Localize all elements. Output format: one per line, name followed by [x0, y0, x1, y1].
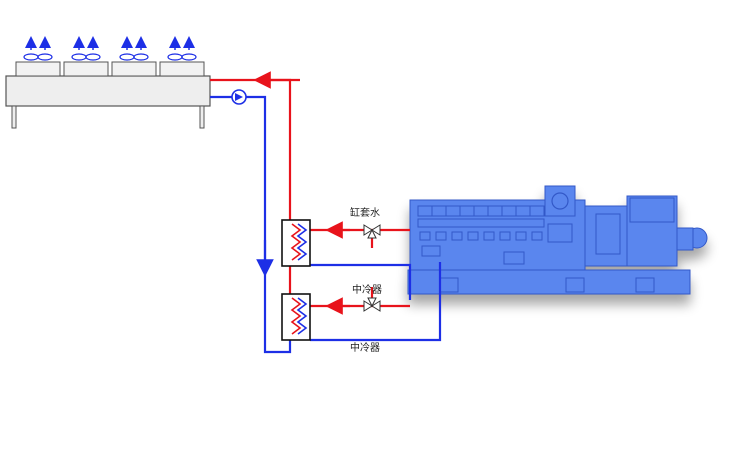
fan-icon — [119, 36, 149, 61]
three-way-valve-icon — [363, 224, 381, 239]
fan-housing — [15, 61, 61, 77]
fan-housing — [111, 61, 157, 77]
fan-icon — [167, 36, 197, 61]
radiator-unit — [5, 61, 211, 129]
jacket-water-label: 缸套水 — [350, 208, 380, 219]
generator-engine-icon — [407, 185, 708, 295]
pump-icon — [231, 89, 247, 105]
three-way-valve-icon — [363, 297, 381, 312]
fan-housing — [63, 61, 109, 77]
cold-water-line — [210, 95, 442, 354]
hot-water-line — [210, 71, 410, 315]
radiator-leg — [11, 105, 17, 129]
heat-exchanger-icon — [281, 219, 311, 267]
fan-housing — [159, 61, 205, 77]
radiator-leg — [199, 105, 205, 129]
intercooler-label: 中冷器 — [352, 285, 382, 296]
heat-exchanger-icon — [281, 293, 311, 341]
intercooler-label: 中冷器 — [350, 343, 380, 354]
radiator-body — [5, 75, 211, 107]
fan-icon — [23, 36, 53, 61]
fan-icon — [71, 36, 101, 61]
